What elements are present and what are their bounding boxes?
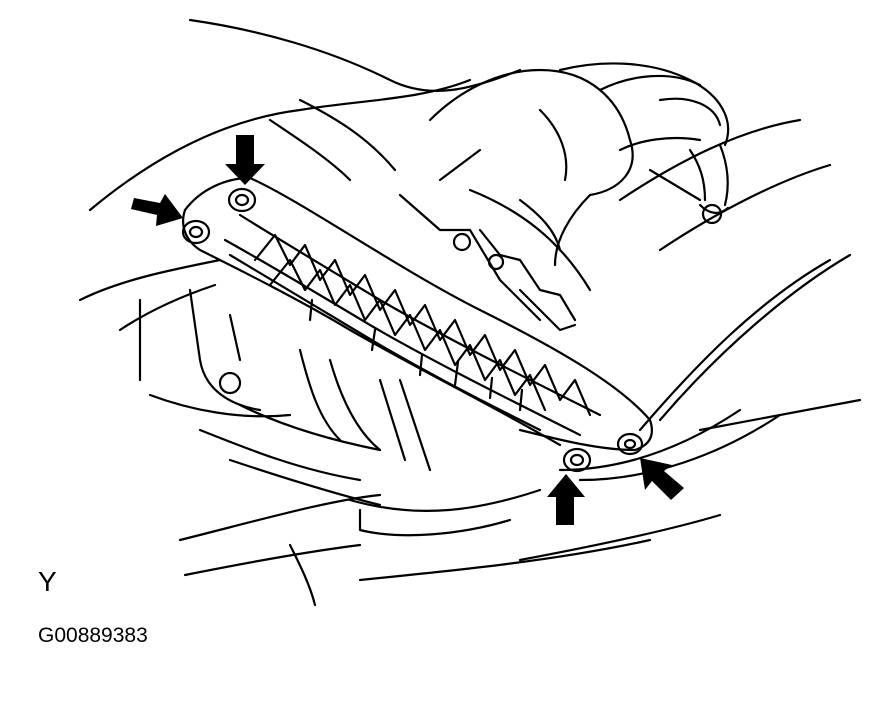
body-outline [78, 18, 862, 607]
arrow-left-icon [131, 194, 183, 226]
bolt-bottom-right [616, 432, 644, 456]
view-label: Y [38, 566, 57, 597]
figure-code: G00889383 [38, 624, 148, 647]
arrow-group [131, 135, 684, 525]
arrow-down-icon [225, 135, 265, 185]
engine-component [428, 62, 730, 322]
arrow-diagonal-icon [640, 458, 684, 500]
bolt-top-center [227, 187, 257, 213]
bolt-bottom-left [562, 447, 592, 473]
bolt-top-left [181, 219, 211, 245]
bolt-group [181, 187, 644, 473]
arrow-up-icon [547, 474, 585, 525]
